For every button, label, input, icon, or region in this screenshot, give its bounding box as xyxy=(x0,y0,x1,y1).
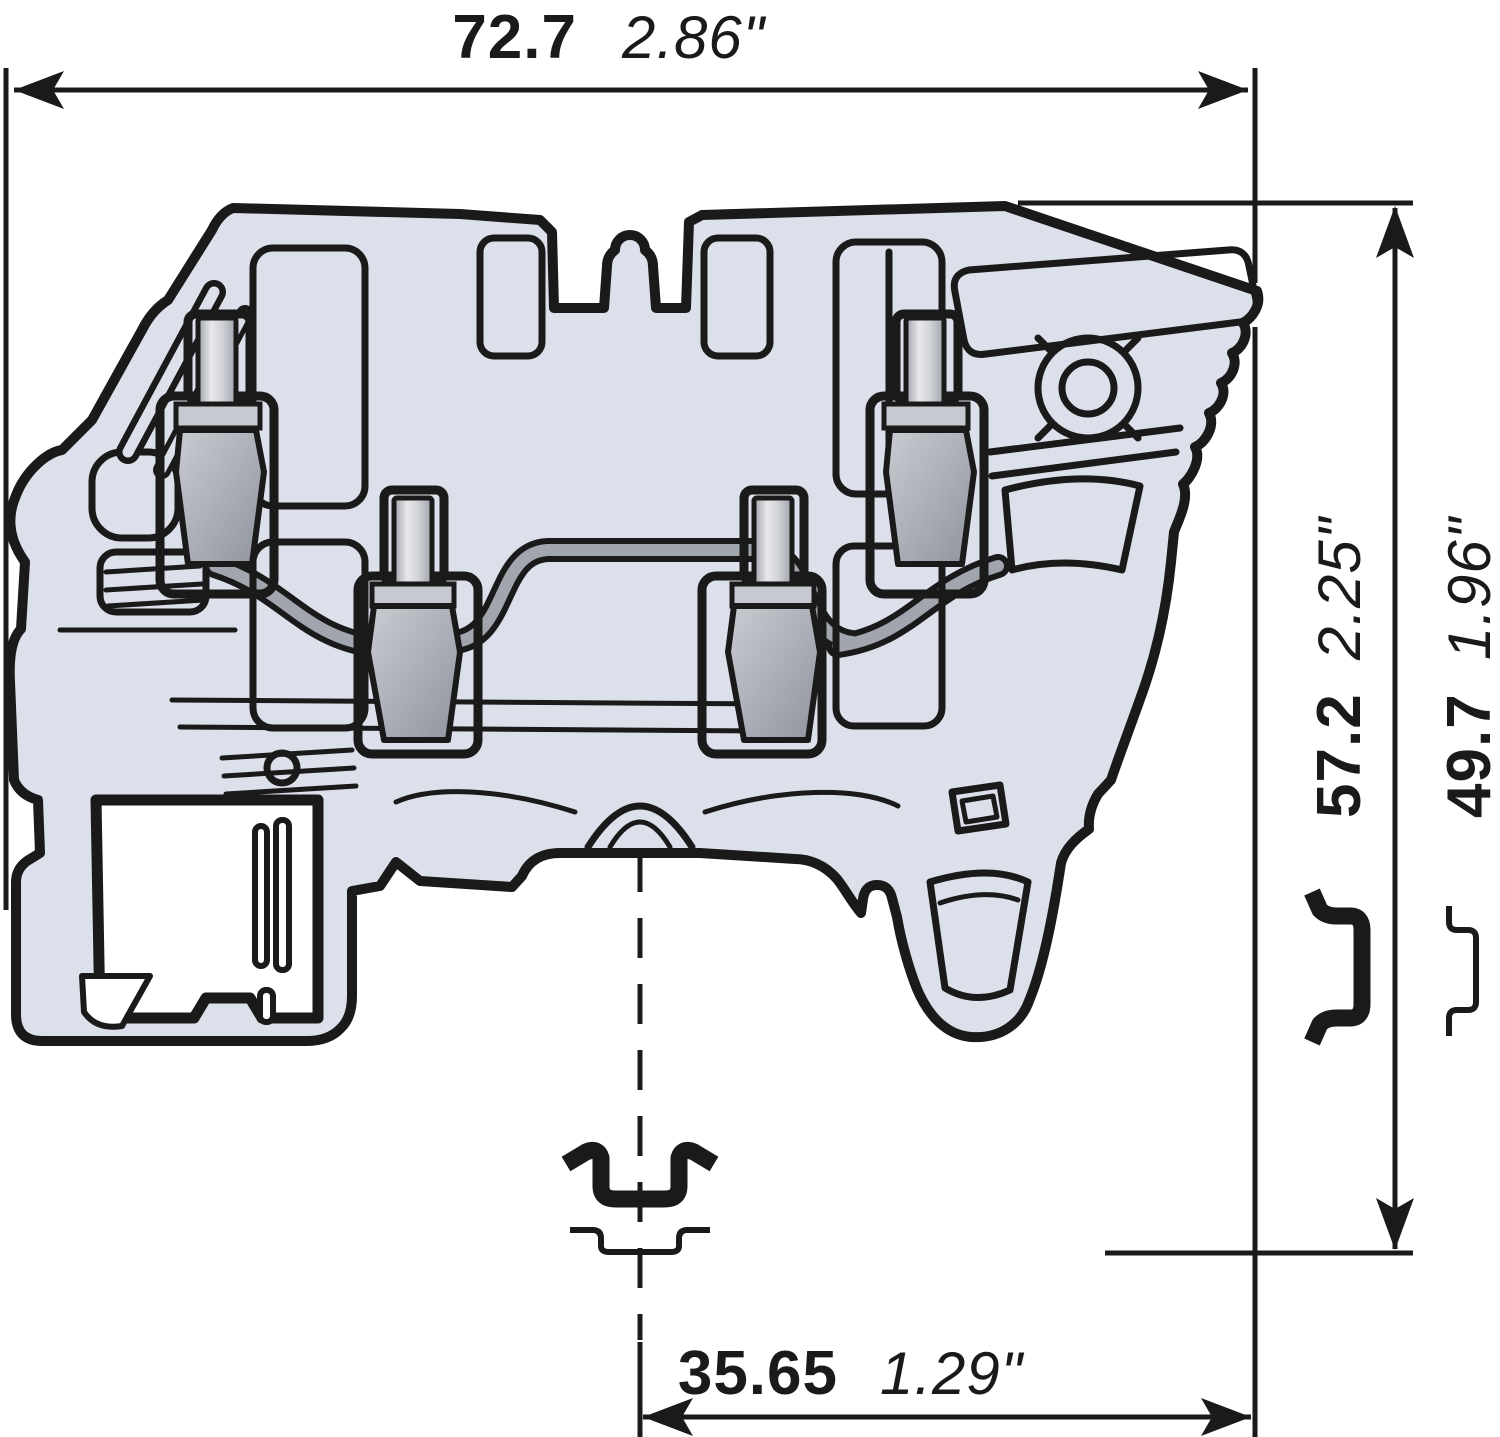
clamp-spring xyxy=(725,603,823,743)
arrowhead-up xyxy=(1376,206,1414,258)
test-socket-feature xyxy=(1034,334,1142,442)
contact-pin xyxy=(391,495,435,593)
arrowhead-down xyxy=(1376,1198,1414,1250)
rail-symbols xyxy=(561,888,1479,1255)
clamp-unit-mid-right xyxy=(697,485,827,759)
contact-pin xyxy=(751,495,795,593)
rail-front-bold-icon xyxy=(561,1142,719,1208)
arrowhead-left xyxy=(14,71,64,109)
arrowhead-left xyxy=(643,1398,693,1436)
arrowhead-right xyxy=(1198,71,1248,109)
foot-pocket xyxy=(79,973,153,1030)
clamp-spring xyxy=(173,427,267,567)
dim-height-bold-inch: 2.25" xyxy=(1306,515,1373,661)
dim-height-bold-mm: 57.2 xyxy=(1305,693,1374,818)
arrowhead-right xyxy=(1201,1398,1251,1436)
dim-width-inch: 2.86" xyxy=(621,4,767,71)
dimension-annotations: 72.7 2.86" 57.2 2.25" 49.7 1.96" 35.65 1… xyxy=(3,3,1500,1437)
contact-pin xyxy=(903,315,947,415)
dim-height-thin-inch: 1.96" xyxy=(1436,515,1500,660)
clamp-unit-top-right xyxy=(865,309,989,599)
dim-offset-inch: 1.29" xyxy=(880,1340,1025,1407)
dim-height: 57.2 2.25" 49.7 1.96" xyxy=(1305,206,1500,1250)
dim-width-mm: 72.7 xyxy=(452,3,577,72)
clamp-spring xyxy=(883,427,977,567)
clamp-spring xyxy=(365,603,463,743)
clamp-unit-top-left xyxy=(155,309,279,599)
contact-pin xyxy=(195,315,239,415)
rail-front-thin-icon xyxy=(570,1227,710,1255)
rail-side-bold-icon xyxy=(1304,888,1371,1046)
dim-rail-offset: 35.65 1.29" xyxy=(643,1339,1251,1436)
rail-side-thin-icon xyxy=(1446,906,1479,1036)
dim-height-thin-mm: 49.7 xyxy=(1435,693,1500,818)
dim-overall-width: 72.7 2.86" xyxy=(14,3,1248,109)
dim-offset-mm: 35.65 xyxy=(678,1339,838,1408)
clamp-unit-mid-left xyxy=(353,485,483,759)
terminal-block-body xyxy=(4,201,1264,1046)
din-rail-foot xyxy=(79,794,324,1030)
